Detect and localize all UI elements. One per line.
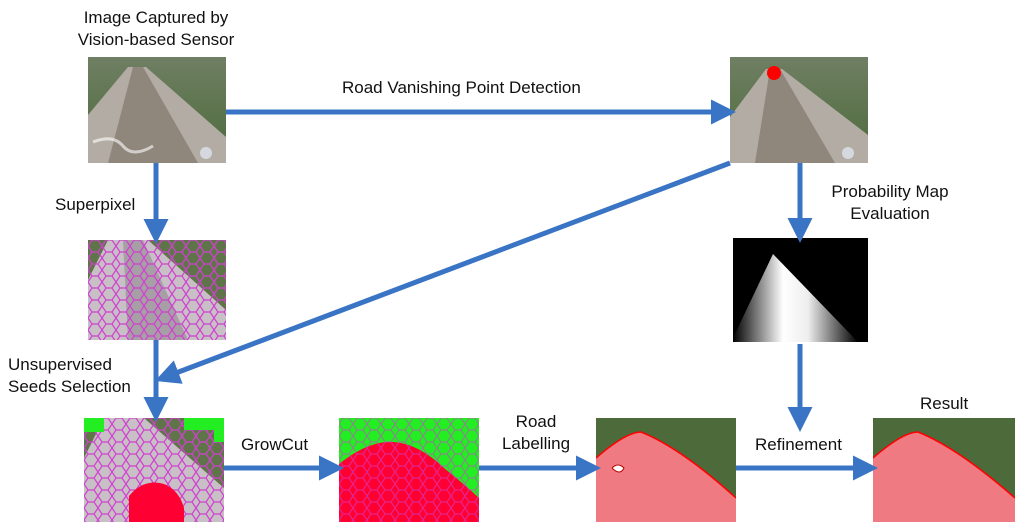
- result-image: [873, 418, 1015, 522]
- superpixel-label: Superpixel: [55, 195, 136, 214]
- capture-label: Image Captured by Vision-based Sensor: [56, 7, 256, 51]
- probability-map-image: [733, 238, 868, 342]
- seeds-label-line1: Unsupervised: [8, 355, 112, 374]
- road-labelling-label-line1: Road: [515, 412, 557, 431]
- result-label: Result: [920, 394, 969, 413]
- road-labelling-image: [596, 418, 736, 522]
- capture-label-line1: Image Captured by: [83, 8, 229, 27]
- seeds-label: Unsupervised Seeds Selection: [8, 354, 131, 398]
- seeds-label-line2: Seeds Selection: [8, 377, 131, 396]
- arrow-vanishing-to-seeds: [154, 160, 731, 384]
- road-labelling-label: Road Labelling: [486, 411, 586, 455]
- probmap-label: Probability Map Evaluation: [800, 181, 980, 225]
- probmap-label-line1: Probability Map: [831, 182, 949, 201]
- road-labelling-label-line2: Labelling: [501, 434, 571, 453]
- growcut-image: [339, 418, 479, 522]
- capture-label-line2: Vision-based Sensor: [77, 30, 235, 49]
- probmap-label-line2: Evaluation: [850, 204, 930, 223]
- seeds-image: [84, 418, 224, 522]
- vanishing-label: Road Vanishing Point Detection: [342, 78, 581, 97]
- refinement-label: Refinement: [755, 435, 842, 454]
- growcut-label: GrowCut: [241, 435, 309, 454]
- vanishing-point-marker: [767, 66, 781, 80]
- captured-image: [88, 57, 226, 163]
- superpixel-image: [88, 240, 226, 340]
- vanishing-point-image: [730, 57, 868, 163]
